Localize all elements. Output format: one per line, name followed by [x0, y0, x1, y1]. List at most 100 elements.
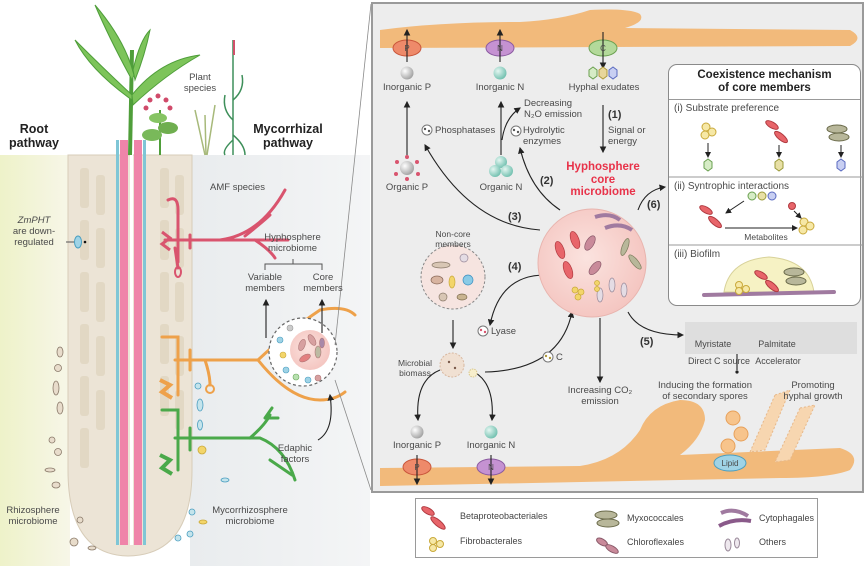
- syntrophic-fibrobacterales-icon: [798, 217, 815, 235]
- coexistence-title: Coexistence mechanism of core members: [669, 69, 860, 95]
- decreasing-n2o-line1: Decreasing: [524, 98, 573, 109]
- legend: Betaproteobacteriales Fibrobacterales My…: [415, 498, 818, 558]
- inorganic-n-sphere-bottom: [484, 425, 498, 439]
- spores-line2: of secondary spores: [662, 391, 748, 402]
- hyphosphere-microbiome-label: Hyphosphere microbiome: [255, 232, 330, 254]
- legend-label-fibrobacterales: Fibrobacterales: [460, 536, 523, 546]
- increasing-co2-label: Increasing CO₂ emission: [562, 385, 638, 407]
- core-line1: Core: [312, 272, 334, 283]
- carbon-label: C: [556, 352, 563, 363]
- lipid-label: Lipid: [721, 459, 739, 468]
- coex-divider-1: [669, 99, 860, 100]
- legend-label-myxococcales: Myxococcales: [627, 513, 684, 523]
- hydrolytic-line2: enzymes: [523, 136, 562, 147]
- hydrolytic-enzymes-label: Hydrolytic enzymes: [523, 125, 565, 147]
- carbon-icon: [542, 351, 554, 363]
- organic-n-icon: [489, 156, 513, 177]
- mycorrhizal-pathway-line1: Mycorrhizal: [253, 122, 323, 136]
- phosphatases-label: Phosphatases: [435, 125, 496, 136]
- coex-title-line1: Coexistence mechanism: [697, 69, 832, 81]
- myristate-label: Myristate: [694, 339, 732, 349]
- signal-line1: Signal or: [608, 125, 646, 136]
- legend-label-others: Others: [759, 537, 787, 547]
- root-pathway-line1: Root: [19, 122, 49, 136]
- secondary-spores-label: Inducing the formation of secondary spor…: [650, 380, 760, 402]
- core-members-bacteria: [298, 334, 325, 363]
- plant-species-line1: Plant: [189, 72, 211, 83]
- root-pathway-line2: pathway: [8, 136, 59, 150]
- legend-swatch-cytophagales: [718, 508, 752, 528]
- core-line2: members: [303, 283, 343, 294]
- decreasing-n2o-line2: N₂O emission: [524, 109, 583, 120]
- non-core-members-label: Non-core members: [428, 229, 478, 249]
- step-6-label: (6): [647, 199, 661, 211]
- microbial-biomass-icon: [439, 352, 478, 378]
- coex-title-line2: of core members: [718, 82, 811, 94]
- inorganic-p-sphere: [400, 66, 414, 80]
- co2-line2: emission: [581, 396, 619, 407]
- c-label-top: C: [600, 44, 606, 53]
- variable-members-bacteria: [276, 324, 322, 384]
- spore-3: [720, 438, 736, 454]
- betaproteobacteriales-substrate-icon: [765, 120, 788, 144]
- legend-swatch-chloroflexales: [596, 537, 619, 554]
- amf-species-label: AMF species: [210, 182, 265, 193]
- signal-or-energy-label: Signal or energy: [608, 125, 646, 147]
- top-hypha: [380, 9, 858, 48]
- mycorrhizosphere-microbes: [174, 382, 230, 542]
- substrate-hexagon-yellow: [774, 158, 784, 172]
- legend-label-cytophagales: Cytophagales: [759, 513, 815, 523]
- inorganic-n-sphere: [493, 66, 507, 80]
- core-title-line1: Hyphosphere: [566, 161, 640, 173]
- fatty-acid-box: [685, 322, 857, 354]
- non-core-line2: members: [435, 239, 471, 249]
- variable-line1: Variable: [247, 272, 283, 283]
- biofilm-bacteria: [735, 267, 807, 295]
- faded-hypha-2: [774, 404, 816, 463]
- legend-label-chloroflexales: Chloroflexales: [627, 537, 685, 547]
- accelerator-label: Accelerator: [755, 356, 801, 366]
- rhizosphere-soil: [0, 155, 70, 566]
- tall-grass-plant-icon: [223, 40, 246, 156]
- p-label-top: P: [404, 44, 410, 53]
- growth-line2: hyphal growth: [783, 391, 843, 402]
- organic-n-label: Organic N: [479, 182, 523, 193]
- rhizosphere-line1: Rhizosphere: [6, 505, 60, 516]
- n-label-bottom: N: [488, 463, 494, 472]
- legend-swatch-myxococcales: [594, 510, 620, 528]
- rhizosphere-line2: microbiome: [8, 516, 58, 527]
- palmitate-label: Palmitate: [758, 339, 796, 349]
- biomass-line2: biomass: [399, 368, 431, 378]
- magnifier-line-top: [334, 3, 372, 346]
- co2-line1: Increasing CO₂: [567, 385, 633, 396]
- core-microbiome-title: Hyphosphere core microbiome: [565, 161, 641, 199]
- variable-line2: members: [245, 283, 285, 294]
- spores-line1: Inducing the formation: [657, 380, 752, 391]
- phosphatase-icon: [421, 124, 433, 136]
- edaphic-line2: factors: [280, 454, 310, 465]
- substrate-hexagon-green: [703, 158, 713, 172]
- mycorrhizal-pathway-title: Mycorrhizal pathway: [248, 122, 328, 150]
- step-3-label: (3): [508, 211, 522, 223]
- coexistence-mechanism-box: Coexistence mechanism of core members (i…: [668, 64, 862, 306]
- inorganic-p-bottom-label: Inorganic P: [392, 440, 442, 451]
- core-members-label: Core members: [300, 272, 346, 294]
- microbiome-bracket: [264, 259, 323, 270]
- maize-plant-icon: [74, 4, 201, 156]
- zmpht-label: ZmPHT are down- regulated: [6, 215, 62, 248]
- substrate-preference-label: (i) Substrate preference: [674, 103, 780, 114]
- inorganic-n-label: Inorganic N: [475, 82, 525, 93]
- step-2-label: (2): [540, 175, 554, 187]
- lyase-icon: [477, 325, 489, 337]
- n-label-top: N: [497, 44, 503, 53]
- inorganic-p-sphere-bottom: [410, 425, 424, 439]
- root-stele: [116, 140, 146, 545]
- legend-label-betaproteobacteriales: Betaproteobacteriales: [460, 511, 548, 521]
- inorganic-p-label: Inorganic P: [382, 82, 432, 93]
- zmpht-transporter-icon: [74, 235, 82, 249]
- variable-members-label: Variable members: [240, 272, 290, 294]
- substrate-hexagon-blue: [836, 158, 846, 172]
- lyase-label: Lyase: [491, 326, 516, 337]
